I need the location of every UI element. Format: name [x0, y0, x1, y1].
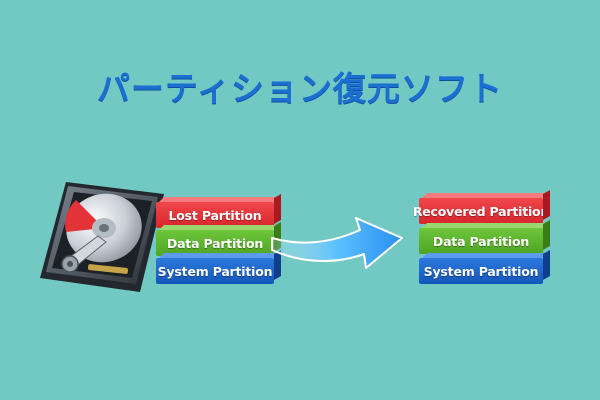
system-partition-block: System Partition [156, 258, 274, 284]
hard-drive-icon [40, 182, 164, 292]
data-partition-block: Data Partition [419, 228, 543, 254]
data-partition-block: Data Partition [156, 230, 274, 256]
recovered-partition-block: Recovered Partition [413, 198, 549, 224]
page-title: パーティション復元ソフト [96, 69, 504, 108]
lost-partition-block: Lost Partition [156, 202, 274, 228]
system-partition-block: System Partition [419, 258, 543, 284]
right-arrow-icon [271, 217, 403, 269]
